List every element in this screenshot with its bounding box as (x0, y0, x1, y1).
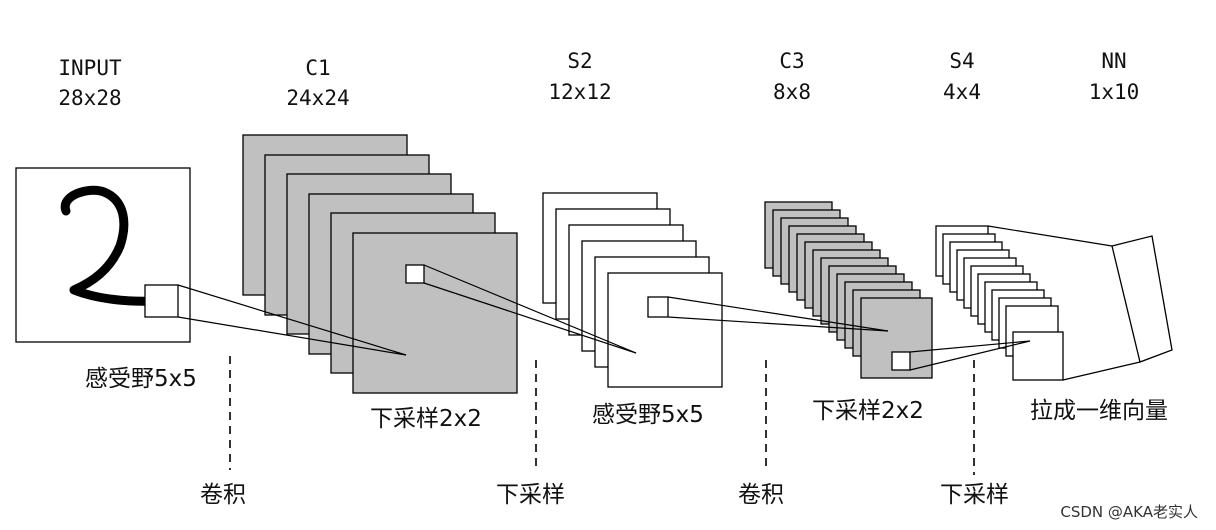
annotation-receptive-field-2: 感受野5x5 (592, 402, 704, 428)
operation-label-conv-1: 卷积 (200, 482, 246, 508)
layer-size-c1: 24x24 (286, 86, 349, 110)
c1-feature-maps (242, 134, 518, 394)
layer-name-s4: S4 (949, 49, 974, 73)
layer-size-s2: 12x12 (548, 80, 611, 104)
receptive-field-box-s2 (647, 296, 669, 318)
annotation-downsample-1: 下采样2x2 (370, 406, 482, 432)
layer-name-s2: S2 (567, 49, 592, 73)
input-image (15, 167, 191, 343)
layer-size-input: 28x28 (58, 86, 121, 110)
stage-separators (229, 356, 975, 475)
operation-label-pool-1: 下采样 (496, 482, 565, 508)
annotation-flatten: 拉成一维向量 (1030, 398, 1168, 424)
layer-name-nn: NN (1101, 49, 1126, 73)
layer-name-c3: C3 (779, 49, 804, 73)
layer-size-nn: 1x10 (1089, 80, 1140, 104)
annotation-downsample-2: 下采样2x2 (812, 398, 924, 424)
nn-vector (1111, 235, 1173, 363)
operation-label-pool-2: 下采样 (940, 482, 1009, 508)
operation-label-conv-2: 卷积 (738, 482, 784, 508)
projection-rays (177, 225, 1141, 381)
c3-feature-maps (764, 201, 933, 379)
layer-size-c3: 8x8 (773, 80, 811, 104)
downsample-box-c3 (891, 351, 911, 371)
annotation-receptive-field-1: 感受野5x5 (85, 366, 197, 392)
s2-feature-maps (542, 192, 723, 388)
handwritten-digit-2 (60, 185, 177, 306)
watermark: CSDN @AKA老实人 (1060, 503, 1198, 521)
receptive-field-box-input (144, 284, 179, 318)
downsample-box-c1 (405, 264, 425, 284)
layer-size-s4: 4x4 (943, 80, 981, 104)
s4-feature-maps (935, 225, 1064, 381)
layer-name-input: INPUT (58, 56, 122, 80)
layer-name-c1: C1 (305, 56, 330, 80)
